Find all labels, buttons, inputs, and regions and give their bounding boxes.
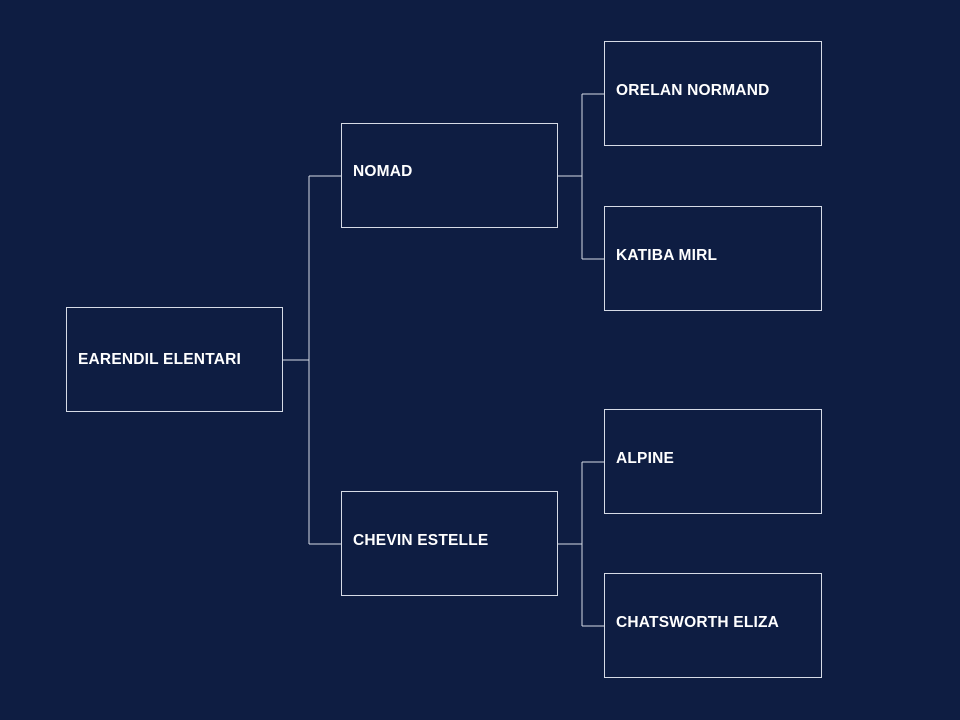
- sire-dam-node: KATIBA MIRL: [604, 206, 822, 311]
- dam-sire-node: ALPINE: [604, 409, 822, 514]
- sire-name: NOMAD: [353, 162, 413, 180]
- dam-node: CHEVIN ESTELLE: [341, 491, 558, 596]
- subject-node: EARENDIL ELENTARI: [66, 307, 283, 412]
- sire-dam-name: KATIBA MIRL: [616, 246, 718, 264]
- sire-sire-name: ORELAN NORMAND: [616, 81, 770, 99]
- dam-name: CHEVIN ESTELLE: [353, 531, 489, 549]
- subject-name: EARENDIL ELENTARI: [78, 350, 242, 368]
- dam-dam-name: CHATSWORTH ELIZA: [616, 613, 780, 631]
- sire-sire-node: ORELAN NORMAND: [604, 41, 822, 146]
- dam-sire-name: ALPINE: [616, 449, 675, 467]
- sire-node: NOMAD: [341, 123, 558, 228]
- dam-dam-node: CHATSWORTH ELIZA: [604, 573, 822, 678]
